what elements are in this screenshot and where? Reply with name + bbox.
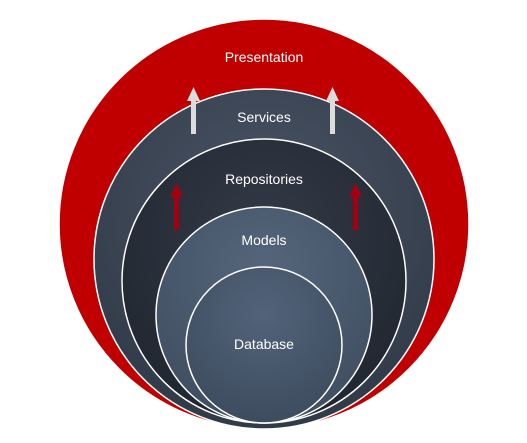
models-label: Models xyxy=(241,232,286,248)
services-to-presentation-arrow-right xyxy=(326,87,339,134)
database-layer xyxy=(185,266,343,424)
services-to-presentation-arrow-left xyxy=(187,87,200,134)
repositories-to-services-arrow-right xyxy=(349,183,362,230)
database-label: Database xyxy=(234,336,294,352)
services-label: Services xyxy=(237,109,291,125)
presentation-label: Presentation xyxy=(225,49,304,65)
repositories-to-services-arrow-left xyxy=(170,183,183,230)
repositories-label: Repositories xyxy=(225,171,303,187)
